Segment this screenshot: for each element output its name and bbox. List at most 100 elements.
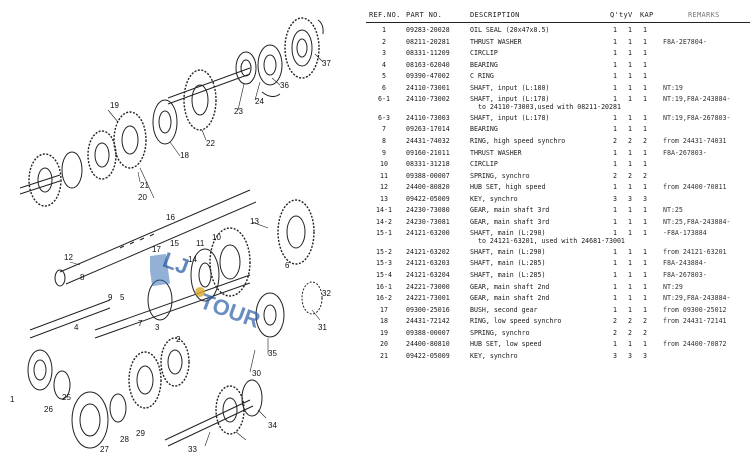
description-cell: GEAR, main shaft 2nd	[470, 294, 550, 303]
qty-cell: 2	[613, 136, 617, 145]
qty-cell: 2	[613, 317, 617, 326]
remarks-cell: from 24121-63201	[663, 247, 727, 256]
part-number-cell: 09300-25016	[406, 305, 450, 314]
qty-cell: 1	[613, 95, 617, 104]
part-number-cell: 08331-11209	[406, 49, 450, 58]
ref-cell: 9	[382, 148, 386, 157]
part-number-cell: 24121-63202	[406, 247, 450, 256]
callout-18: 18	[180, 151, 189, 160]
ref-cell: 7	[382, 125, 386, 134]
description-cell: SHAFT, input (L:178)	[470, 113, 550, 122]
ref-cell: 15-1	[376, 229, 392, 238]
part-number-cell: 08211-20281	[406, 37, 450, 46]
ref-cell: 14-1	[376, 206, 392, 215]
part-number-cell: 24431-74032	[406, 136, 450, 145]
part-number-cell: 24121-63200	[406, 229, 450, 238]
callout-7: 7	[138, 319, 143, 328]
ref-cell: 10	[380, 160, 388, 169]
qty-v-cell: 1	[628, 72, 632, 81]
qty-cell: 1	[613, 60, 617, 69]
qty-cell: 1	[613, 49, 617, 58]
remarks-cell: from 24431-72141	[663, 317, 727, 326]
header-description: DESCRIPTION	[470, 11, 520, 19]
remarks-cell: from 24431-74031	[663, 136, 727, 145]
ref-cell: 16-1	[376, 282, 392, 291]
qty-v-cell: 1	[628, 95, 632, 104]
qty-v-cell: 1	[628, 294, 632, 303]
description-cell: SHAFT, input (L:178)	[470, 95, 550, 104]
qty-cell: 1	[613, 148, 617, 157]
remarks-cell: from 09300-25012	[663, 305, 727, 314]
qty-v-cell: 1	[628, 60, 632, 69]
qty-v-cell: 3	[628, 194, 632, 203]
description-cell: BEARING	[470, 125, 498, 134]
qty-kap-cell: 1	[643, 340, 647, 349]
callout-22: 22	[206, 139, 215, 148]
ref-cell: 15-4	[376, 271, 392, 279]
header-v: V	[628, 11, 633, 19]
remarks-cell: -F8A-173884	[663, 229, 707, 238]
description-cell: GEAR, main shaft 2nd	[470, 282, 550, 291]
remarks-cell: from 24400-70811	[663, 183, 727, 192]
remarks-cell: NT:25	[663, 206, 683, 215]
ref-cell: 6-3	[378, 113, 390, 122]
callout-30: 30	[252, 369, 261, 378]
qty-kap-cell: 1	[643, 26, 647, 34]
qty-cell: 1	[613, 26, 617, 34]
qty-kap-cell: 1	[643, 148, 647, 157]
gear-37-group	[284, 17, 324, 79]
part-number-cell: 24221-73001	[406, 294, 450, 303]
part-number-cell: 24400-80810	[406, 340, 450, 349]
qty-cell: 1	[613, 229, 617, 238]
callout-21: 21	[140, 181, 149, 190]
remarks-cell: NT:19,F8A-243884-	[663, 95, 731, 104]
callout-29: 29	[136, 429, 145, 438]
callout-20: 20	[138, 193, 147, 202]
part-number-cell: 24110-73003	[406, 113, 450, 122]
ref-cell: 11	[380, 171, 388, 180]
description-continuation-cell: to 24121-63201, used with 24681-73001	[478, 236, 625, 245]
qty-cell: 1	[613, 160, 617, 169]
qty-kap-cell: 1	[643, 282, 647, 291]
description-cell: HUB SET, high speed	[470, 183, 546, 192]
callout-14: 14	[188, 255, 197, 264]
callout-34: 34	[268, 421, 277, 430]
part-number-cell: 09160-21011	[406, 148, 450, 157]
ref-cell: 12	[380, 183, 388, 192]
qty-kap-cell: 1	[643, 206, 647, 215]
qty-cell: 1	[613, 37, 617, 46]
ref-cell: 20	[380, 340, 388, 349]
qty-kap-cell: 1	[643, 217, 647, 226]
description-cell: OIL SEAL (20x47x8.5)	[470, 26, 550, 34]
qty-kap-cell: 1	[643, 113, 647, 122]
description-cell: SPRING, synchro	[470, 171, 530, 180]
callout-32: 32	[322, 289, 331, 298]
qty-v-cell: 3	[628, 351, 632, 360]
callout-27: 27	[100, 445, 109, 454]
ref-cell: 13	[380, 194, 388, 203]
qty-v-cell: 1	[628, 148, 632, 157]
callout-11: 11	[196, 239, 205, 248]
qty-kap-cell: 1	[643, 125, 647, 134]
table-row-continuation: to 24121-63201, used with 24681-73001	[366, 236, 750, 247]
qty-cell: 2	[613, 328, 617, 337]
qty-cell: 1	[613, 271, 617, 279]
description-cell: SPRING, synchro	[470, 328, 530, 337]
part-number-cell: 24121-63204	[406, 271, 450, 279]
qty-kap-cell: 1	[643, 60, 647, 69]
qty-cell: 1	[613, 247, 617, 256]
ref-cell: 18	[380, 317, 388, 326]
qty-v-cell: 1	[628, 259, 632, 268]
table-row-continuation: to 24110-73003,used with 08211-20281	[366, 102, 750, 113]
callout-8: 8	[80, 273, 85, 282]
qty-cell: 1	[613, 72, 617, 81]
header-part-no: PART NO.	[406, 11, 443, 19]
